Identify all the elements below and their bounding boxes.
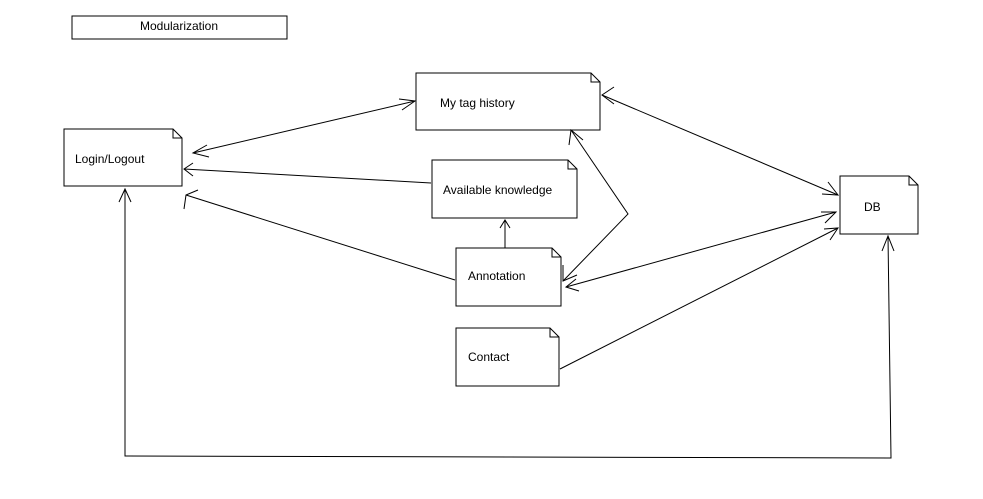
node-available-knowledge-label: Available knowledge — [443, 183, 553, 197]
arrowhead-icon — [191, 144, 210, 158]
node-login-logout-label: Login/Logout — [75, 152, 145, 166]
edge-tag-history-db — [601, 86, 840, 196]
edge-login-db-loop — [118, 187, 895, 459]
diagram-title: Modularization — [140, 19, 218, 33]
edge-annotation-knowledge — [499, 219, 511, 248]
arrowhead-icon — [562, 265, 578, 282]
arrowhead-icon — [118, 187, 132, 203]
arrowhead-icon — [601, 86, 615, 105]
arrowhead-icon — [564, 278, 580, 292]
arrowhead-icon — [183, 189, 199, 210]
node-my-tag-history[interactable]: My tag history — [415, 72, 601, 131]
arrowhead-icon — [821, 181, 840, 196]
arrowhead-icon — [398, 98, 417, 111]
node-annotation-label: Annotation — [468, 269, 525, 283]
node-annotation[interactable]: Annotation — [455, 247, 562, 307]
node-contact[interactable]: Contact — [455, 327, 560, 387]
edge-contact-db — [559, 227, 839, 370]
diagram-title-box: Modularization — [71, 15, 288, 40]
node-db-label: DB — [864, 200, 881, 214]
arrowhead-icon — [881, 234, 895, 252]
node-db[interactable]: DB — [839, 175, 919, 235]
arrowhead-icon — [568, 129, 584, 146]
edge-annotation-db — [564, 211, 838, 292]
edge-login-tag-history — [191, 98, 417, 158]
node-login-logout[interactable]: Login/Logout — [63, 128, 183, 187]
edge-annotation-tag-history — [562, 129, 629, 282]
arrowhead-icon — [821, 211, 838, 224]
arrowhead-icon — [499, 219, 511, 229]
edge-knowledge-login — [183, 162, 432, 184]
edge-annotation-login — [183, 189, 456, 281]
arrowhead-icon — [823, 227, 839, 241]
arrowhead-icon — [183, 162, 194, 177]
node-available-knowledge[interactable]: Available knowledge — [431, 159, 578, 219]
node-contact-label: Contact — [468, 350, 510, 364]
node-my-tag-history-label: My tag history — [440, 96, 515, 110]
